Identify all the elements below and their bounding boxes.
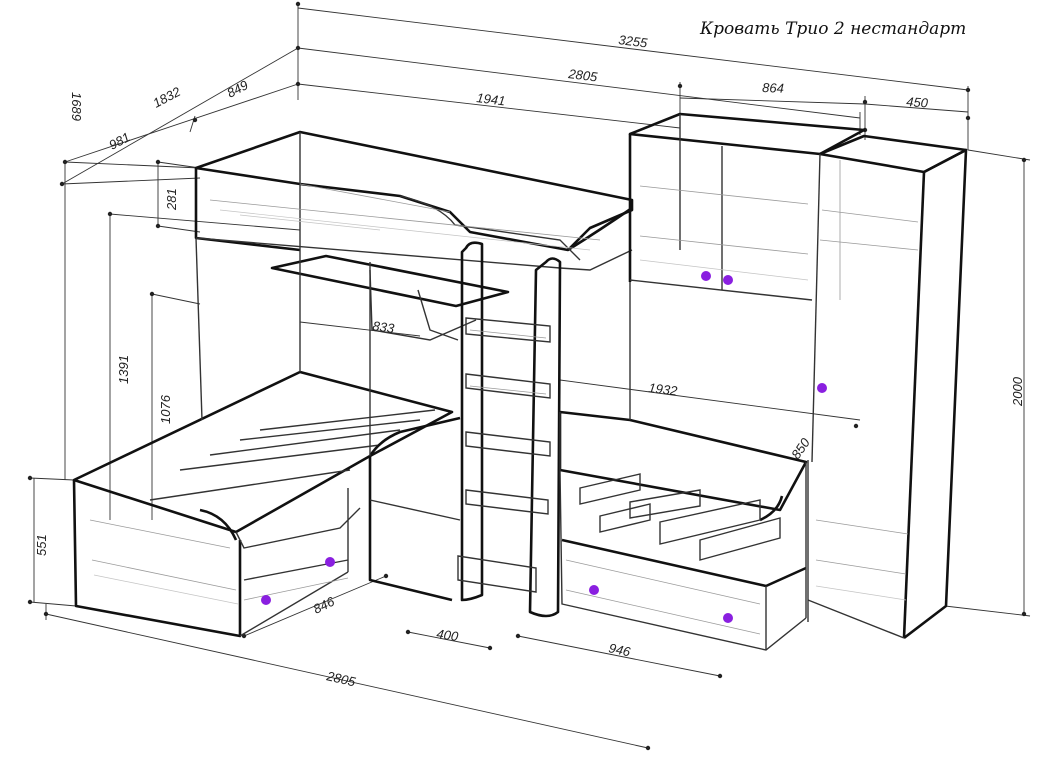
handle-knob <box>723 275 733 285</box>
dim-label-981: 981 <box>106 129 132 152</box>
dim-label-833: 833 <box>372 318 396 336</box>
dim-label-400: 400 <box>436 626 460 644</box>
left-lower-bed <box>72 237 454 638</box>
handle-knob <box>817 383 827 393</box>
dim-label-1941: 1941 <box>476 90 507 108</box>
handle-knob <box>589 585 599 595</box>
dim-label-864: 864 <box>762 80 784 96</box>
dim-label-450: 450 <box>906 94 929 111</box>
wardrobe-upper <box>628 112 866 420</box>
right-lower-bed <box>558 410 808 651</box>
drawer-handles <box>261 271 827 623</box>
dimension-lines <box>27 1 1031 751</box>
dim-label-2000: 2000 <box>1010 376 1025 407</box>
dim-label-2805-bottom: 2805 <box>324 668 357 690</box>
handle-knob <box>701 271 711 281</box>
dim-label-3255: 3255 <box>618 32 649 51</box>
right-column-cabinet <box>807 134 968 640</box>
handle-knob <box>261 595 271 605</box>
dim-label-946: 946 <box>607 640 632 659</box>
handle-knob <box>723 613 733 623</box>
dim-label-846: 846 <box>311 593 338 616</box>
dim-label-551: 551 <box>34 534 49 556</box>
dim-label-281: 281 <box>164 188 179 211</box>
dim-label-849: 849 <box>224 77 250 100</box>
drawing-title: Кровать Трио 2 нестандарт <box>699 19 966 39</box>
dim-label-1832: 1832 <box>150 83 183 110</box>
upper-bunk <box>194 130 634 341</box>
dim-label-1932: 1932 <box>648 380 679 399</box>
dim-label-1391: 1391 <box>116 355 131 384</box>
middle-bed-and-ladder <box>368 241 562 618</box>
dim-label-1689: 1689 <box>69 92 84 121</box>
handle-knob <box>325 557 335 567</box>
dim-label-1076: 1076 <box>158 394 173 424</box>
dim-label-2805-top: 2805 <box>567 66 599 85</box>
